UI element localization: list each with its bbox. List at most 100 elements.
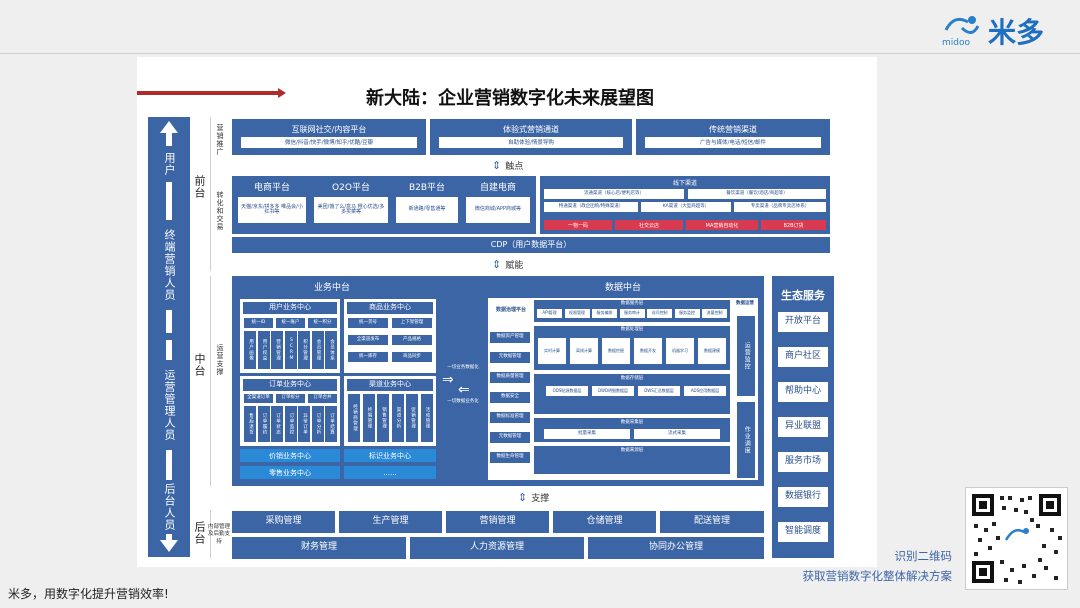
- title-accent-bar: [137, 91, 283, 95]
- channel-col: 活动管理: [420, 394, 433, 442]
- gov-title: 数据治理平台: [495, 307, 526, 313]
- user-col: 营销管理: [271, 331, 283, 369]
- flow-right-arrow-icon: ⇒: [442, 372, 454, 388]
- service-item: 流量控制: [702, 309, 727, 318]
- storage-item: DWS汇总数据层: [638, 386, 680, 396]
- storage-item: ODS贴源数据层: [546, 386, 588, 396]
- channel-center-title: 渠道业务中心: [347, 379, 433, 391]
- eco-item: 商户社区: [778, 347, 828, 367]
- user-col: SCRM: [284, 331, 297, 369]
- goods-item: 上下架管理: [392, 318, 432, 328]
- source-title: 数据来源层: [620, 448, 644, 453]
- calc-title: 数据处理层: [620, 327, 644, 332]
- row-label-promo: 营销推广: [216, 124, 224, 156]
- layer-back: 后台: [193, 521, 206, 545]
- user-col: 用户权益: [257, 331, 270, 369]
- red-tool: 社交云店: [615, 220, 683, 230]
- qr-code-icon[interactable]: [965, 487, 1068, 590]
- platform-b2b: B2B平台 新通路/零售通等: [394, 180, 460, 230]
- channel-experience: 体验式营销通道 自助体验/情景导购: [430, 119, 632, 155]
- back-item: 采购管理: [232, 511, 335, 533]
- header-divider: [0, 53, 1080, 54]
- platform-b2b-sub: 新通路/零售通等: [396, 197, 458, 223]
- back-item: 人力资源管理: [410, 537, 584, 559]
- user-item: 统一积分: [308, 318, 337, 328]
- user-col: 会员管理: [311, 331, 324, 369]
- data-title: 数据中台: [604, 283, 641, 293]
- touchpoint-connector: ⇕触点: [492, 159, 523, 172]
- order-col: 异常订单: [298, 406, 310, 442]
- service-item: 权限管理: [564, 309, 590, 318]
- biz-title: 业务中台: [313, 283, 350, 293]
- biz-bar: 零售业务中心: [240, 466, 340, 479]
- cdp-bar: CDP（用户数据平台）: [232, 237, 830, 253]
- channel-social-name: 互联网社交/内容平台: [291, 124, 367, 134]
- order-item: 订单合并: [308, 394, 337, 403]
- storage-title: 数据存储层: [620, 376, 644, 381]
- back-item: 配送管理: [660, 511, 764, 533]
- collect-item: 流式采集: [634, 429, 720, 439]
- platform-ecommerce-name: 电商平台: [253, 183, 290, 193]
- storage-item: DWD明细数据层: [592, 386, 634, 396]
- flow-label-1: 一切业务数据化: [447, 365, 479, 370]
- offline-title: 线下渠道: [672, 180, 697, 187]
- footer-slogan: 米多，用数字化提升营销效率!: [8, 587, 169, 601]
- platform-b2b-name: B2B平台: [408, 183, 446, 193]
- diagram-title: 新大陆：企业营销数字化未来展望图: [366, 88, 654, 109]
- calc-item: 离线计算: [570, 338, 598, 364]
- qr-caption-1: 识别二维码: [894, 549, 953, 563]
- platform-self-built-sub: 微信商城/APP商城等: [466, 197, 530, 223]
- biz-bar: 价销业务中心: [240, 449, 340, 462]
- gov-item: 数据资产管理: [490, 332, 530, 343]
- offline-item: KA渠道（大型商超等）: [641, 202, 731, 212]
- order-center-title: 订单业务中心: [243, 379, 337, 391]
- eco-item: 智能调度: [778, 522, 828, 542]
- qr-caption-2: 获取营销数字化整体解决方案: [802, 569, 953, 583]
- title-arrow-icon: [278, 88, 286, 98]
- eco-item: 异业联盟: [778, 417, 828, 437]
- channel-traditional: 传统营销渠道 广告与媒体/电话/短信/邮件: [636, 119, 830, 155]
- goods-item: 产品规格: [392, 335, 432, 345]
- service-item: 访问控制: [647, 309, 672, 318]
- user-col: 会员体系: [325, 331, 337, 369]
- gov-item: 数据生命管理: [490, 452, 530, 463]
- channel-social: 互联网社交/内容平台 微信/抖音/快手/微博/知乎/优酷/豆瓣: [232, 119, 426, 155]
- offline-item: 餐饮渠道（餐饮/酒店/商超等）: [688, 189, 826, 199]
- ops-monitor: 运营监控: [737, 316, 755, 396]
- service-item: 服务审计: [619, 309, 645, 318]
- user-col: 积分管理: [298, 331, 310, 369]
- role-ops-management: 运营管理人员: [160, 360, 178, 450]
- platform-ecommerce-sub: 天猫/京东/拼多多 唯品会/小红书等: [238, 197, 306, 223]
- storage-item: ADS应用数据层: [684, 386, 726, 396]
- updown-arrow-icon: ⇕: [518, 491, 528, 504]
- platform-self-built: 自建电商 微信商城/APP商城等: [464, 180, 532, 230]
- updown-arrow-icon: ⇕: [492, 258, 502, 271]
- order-col: 订单分析: [311, 406, 324, 442]
- role-backoffice: 后台人员: [160, 480, 178, 534]
- back-item: 协同办公管理: [588, 537, 764, 559]
- back-item: 仓储管理: [553, 511, 656, 533]
- service-item: 服务编排: [592, 309, 617, 318]
- row-label-ops: 运营支撑: [216, 344, 224, 376]
- calc-layer: [534, 326, 730, 370]
- empower-connector: ⇕赋能: [492, 258, 523, 271]
- ops-schedule: 作业调度: [737, 402, 755, 478]
- order-col: 订单状态: [271, 406, 283, 442]
- source-layer: [534, 446, 730, 474]
- biz-bar: ......: [344, 466, 436, 479]
- channel-col: 渠道分析: [391, 394, 404, 442]
- platform-o2o-sub: 美团/饿了么/盒马 橙心优选/多多买菜等: [314, 197, 388, 223]
- back-item: 财务管理: [232, 537, 406, 559]
- order-col: 售后退货: [244, 406, 256, 442]
- red-tool: B2B订货: [761, 220, 826, 230]
- row-label-support: 内部管理及后勤支持: [207, 524, 230, 545]
- eco-title: 生态服务: [781, 289, 825, 302]
- calc-item: 实时计算: [538, 338, 566, 364]
- gov-item: 数据安全: [490, 392, 530, 403]
- gov-item: 数据标准管理: [490, 412, 530, 423]
- support-label: 支撑: [531, 494, 550, 504]
- channel-experience-sub: 自助体验/情景导购: [439, 137, 623, 149]
- red-tool: 一物一码: [544, 220, 612, 230]
- order-item: 全渠道订单: [244, 394, 273, 403]
- brand-cn: 米多: [988, 16, 1044, 48]
